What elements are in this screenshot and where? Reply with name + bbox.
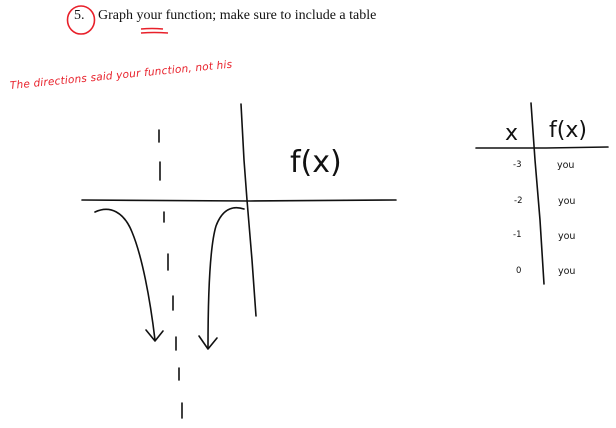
your-underline-top [140,27,164,30]
right-branch-arrowhead [198,335,218,350]
table-header-fx: f(x) [549,118,587,143]
question-number: 5. [74,8,85,23]
x-axis [81,199,397,202]
left-branch-arrowhead [145,329,164,342]
table-header-line [475,146,609,149]
table-header-x: x [505,121,518,146]
y-axis [240,103,257,317]
table-row-x-3: -1 [513,230,521,240]
table-row-fx-4: you [558,266,575,277]
table-row-fx-2: you [558,196,575,207]
table-row-fx-3: you [558,231,575,242]
question-5: 5. Graph your function; make sure to incl… [74,8,376,24]
table-row-x-2: -2 [514,196,522,206]
question-number-circle [66,5,96,35]
table-row-fx-1: you [557,160,574,171]
left-branch-curve [94,208,156,341]
vertical-asymptote [158,129,183,419]
table-row-x-4: 0 [516,266,521,276]
right-branch-curve [207,206,245,349]
table-row-x-1: -3 [513,160,521,170]
graph-label: f(x) [290,145,342,180]
question-text: Graph your function; make sure to includ… [98,8,377,23]
table-divider-line [530,102,545,285]
your-underline-bottom [140,31,169,34]
